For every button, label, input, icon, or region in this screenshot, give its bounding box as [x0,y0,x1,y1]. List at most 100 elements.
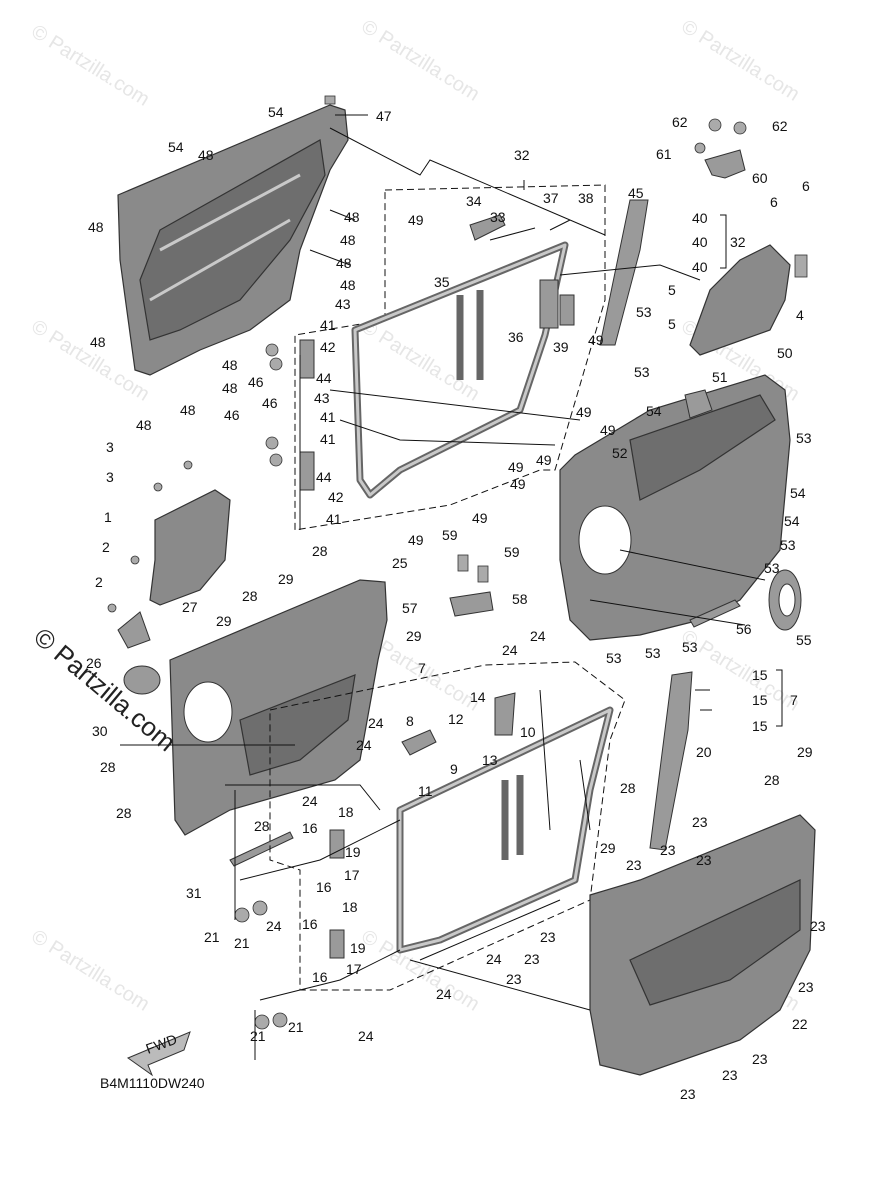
callout-34: 34 [466,193,482,209]
callout-23: 23 [810,918,826,934]
callout-44: 44 [316,370,332,386]
callout-40: 40 [692,210,708,226]
callout-35: 35 [434,274,450,290]
callout-9: 9 [450,761,458,777]
callout-46: 46 [248,374,264,390]
callout-24: 24 [486,951,502,967]
callout-32: 32 [514,147,530,163]
callout-59: 59 [442,527,458,543]
callout-24: 24 [358,1028,374,1044]
door-latch-bracket [449,554,494,617]
watermark-text: © Partzilla.com [357,316,483,406]
callout-46: 46 [262,395,278,411]
callout-28: 28 [764,772,780,788]
callout-48: 48 [88,219,104,235]
callout-62: 62 [772,118,788,134]
callout-48: 48 [340,277,356,293]
callout-21: 21 [234,935,250,951]
callout-48: 48 [340,232,356,248]
callout-13: 13 [482,752,498,768]
callout-48: 48 [90,334,106,350]
callout-6: 6 [802,178,810,194]
callout-49: 49 [408,212,424,228]
rear-door-seal-strip [649,671,693,851]
callout-32: 32 [730,234,746,250]
callout-24: 24 [502,642,518,658]
callout-16: 16 [302,820,318,836]
callout-53: 53 [634,364,650,380]
callout-49: 49 [576,404,592,420]
callout-29: 29 [216,613,232,629]
callout-23: 23 [692,814,708,830]
callout-5: 5 [668,316,676,332]
callout-48: 48 [222,380,238,396]
callout-53: 53 [645,645,661,661]
callout-55: 55 [796,632,812,648]
callout-57: 57 [402,600,418,616]
callout-17: 17 [344,867,360,883]
callout-10: 10 [520,724,536,740]
watermark-text: © Partzilla.com [27,21,153,111]
callout-54: 54 [784,513,800,529]
callout-42: 42 [320,339,336,355]
front-door-seal-strip [599,199,649,346]
callout-53: 53 [606,650,622,666]
callout-19: 19 [350,940,366,956]
callout-19: 19 [345,844,361,860]
callout-31: 31 [186,885,202,901]
callout-53: 53 [636,304,652,320]
callout-21: 21 [250,1028,266,1044]
callout-23: 23 [506,971,522,987]
callout-5: 5 [668,282,676,298]
watermark-text: © Partzilla.com [677,16,803,106]
callout-49: 49 [536,452,552,468]
callout-43: 43 [335,296,351,312]
callout-7: 7 [790,692,798,708]
callout-59: 59 [504,544,520,560]
callout-11: 11 [418,783,433,799]
callout-21: 21 [204,929,220,945]
callout-16: 16 [312,969,328,985]
callout-49: 49 [510,476,526,492]
callout-40: 40 [692,234,708,250]
callout-29: 29 [278,571,294,587]
diagram-code: B4M1110DW240 [100,1075,205,1091]
callout-23: 23 [660,842,676,858]
callout-24: 24 [530,628,546,644]
callout-38: 38 [578,190,594,206]
callout-23: 23 [524,951,540,967]
callout-58: 58 [512,591,528,607]
callout-49: 49 [472,510,488,526]
callout-36: 36 [508,329,524,345]
front-door-hinge-group [265,339,315,491]
callout-53: 53 [780,537,796,553]
callout-23: 23 [798,979,814,995]
callout-49: 49 [408,532,424,548]
forward-arrow-icon: FWD [126,1031,191,1077]
callout-37: 37 [543,190,559,206]
callout-53: 53 [796,430,812,446]
callout-40: 40 [692,259,708,275]
callout-24: 24 [368,715,384,731]
callout-28: 28 [312,543,328,559]
callout-labels: 54 47 54 48 48 48 48 48 48 48 48 48 48 4… [86,104,826,1102]
callout-29: 29 [406,628,422,644]
callout-61: 61 [656,146,672,162]
callout-3: 3 [106,469,114,485]
callout-48: 48 [344,209,360,225]
callout-17: 17 [346,961,362,977]
callout-23: 23 [626,857,642,873]
callout-7: 7 [418,660,426,676]
callout-41: 41 [320,431,336,447]
callout-26: 26 [86,655,102,671]
callout-50: 50 [777,345,793,361]
callout-3: 3 [106,439,114,455]
callout-28: 28 [242,588,258,604]
callout-18: 18 [342,899,358,915]
callout-49: 49 [600,422,616,438]
callout-28: 28 [620,780,636,796]
callout-22: 22 [792,1016,808,1032]
callout-6: 6 [770,194,778,210]
callout-28: 28 [254,818,270,834]
callout-29: 29 [600,840,616,856]
